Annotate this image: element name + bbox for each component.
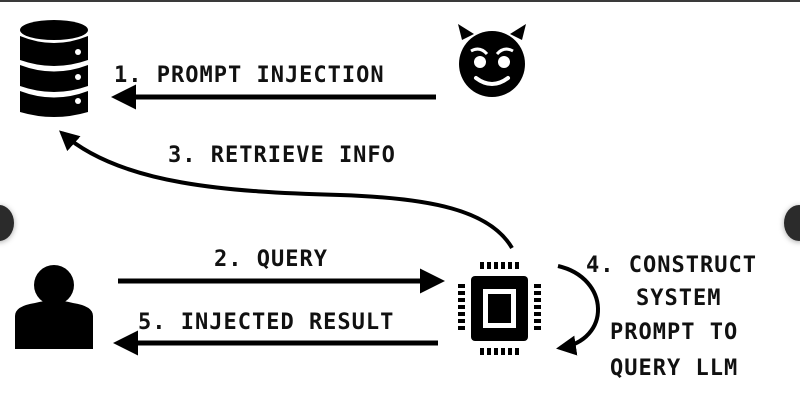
- next-slide-button[interactable]: [784, 205, 800, 241]
- step4-label-line1: 4. CONSTRUCT: [586, 253, 757, 278]
- step4-label-line4: QUERY LLM: [610, 356, 738, 381]
- step1-label: 1. PROMPT INJECTION: [114, 63, 385, 88]
- user-icon: [15, 265, 93, 349]
- cpu-chip-icon: [458, 262, 541, 355]
- database-icon: [20, 20, 88, 117]
- arrow-retrieve-info: [59, 130, 514, 250]
- step3-label: 3. RETRIEVE INFO: [168, 143, 396, 168]
- top-border: [0, 0, 800, 2]
- step4-label-line3: PROMPT TO: [610, 320, 738, 345]
- step5-label: 5. INJECTED RESULT: [138, 310, 394, 335]
- step4-label-line2: SYSTEM: [636, 286, 721, 311]
- prev-slide-button[interactable]: [0, 205, 14, 241]
- arrow-construct-prompt: [556, 264, 600, 356]
- step2-label: 2. QUERY: [214, 247, 328, 272]
- devil-face-icon: [458, 24, 526, 97]
